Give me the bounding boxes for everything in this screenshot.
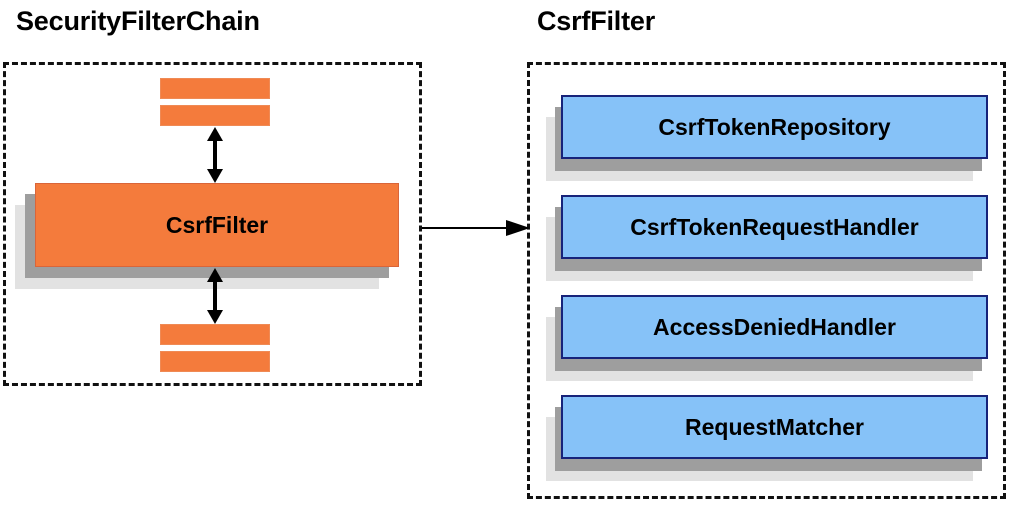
collaborator-card-face[interactable]: RequestMatcher [561,395,988,459]
csrf-filter-node-face[interactable]: CsrfFilter [35,183,399,267]
page-title-csrf-filter: CsrfFilter [537,6,656,36]
filter-bar-below-2 [160,351,270,372]
connector-shaft [422,227,514,229]
collaborator-card-access-denied-handler[interactable]: AccessDeniedHandler [546,295,988,381]
filter-bar-below-1 [160,324,270,345]
csrf-filter-node-label: CsrfFilter [165,211,269,238]
collaborator-label: AccessDeniedHandler [653,313,896,340]
collaborator-card-face[interactable]: CsrfTokenRepository [561,95,988,159]
panel-connector-arrow-icon [422,220,530,236]
csrf-filter-node[interactable]: CsrfFilter [15,183,399,289]
collaborator-card-face[interactable]: CsrfTokenRequestHandler [561,195,988,259]
arrow-head-down-icon [207,169,223,183]
filter-bar-above-1 [160,78,270,99]
arrow-head-down-icon [207,310,223,324]
security-filter-chain-container [3,62,422,386]
collaborator-card-csrf-token-request-handler[interactable]: CsrfTokenRequestHandler [546,195,988,281]
chain-link-arrow-top [207,127,223,183]
arrow-shaft [213,280,217,312]
page-title-security-filter-chain: SecurityFilterChain [16,6,260,36]
collaborator-card-csrf-token-repository[interactable]: CsrfTokenRepository [546,95,988,181]
collaborator-label: RequestMatcher [685,413,864,440]
collaborator-card-face[interactable]: AccessDeniedHandler [561,295,988,359]
arrow-shaft [213,139,217,171]
csrf-filter-detail-container [527,62,1006,499]
arrow-head-up-icon [207,127,223,141]
filter-bar-above-2 [160,105,270,126]
collaborator-label: CsrfTokenRepository [658,113,891,140]
chain-link-arrow-bottom [207,268,223,324]
arrow-head-up-icon [207,268,223,282]
collaborator-label: CsrfTokenRequestHandler [630,213,919,240]
connector-head-icon [506,220,530,236]
collaborator-card-request-matcher[interactable]: RequestMatcher [546,395,988,481]
